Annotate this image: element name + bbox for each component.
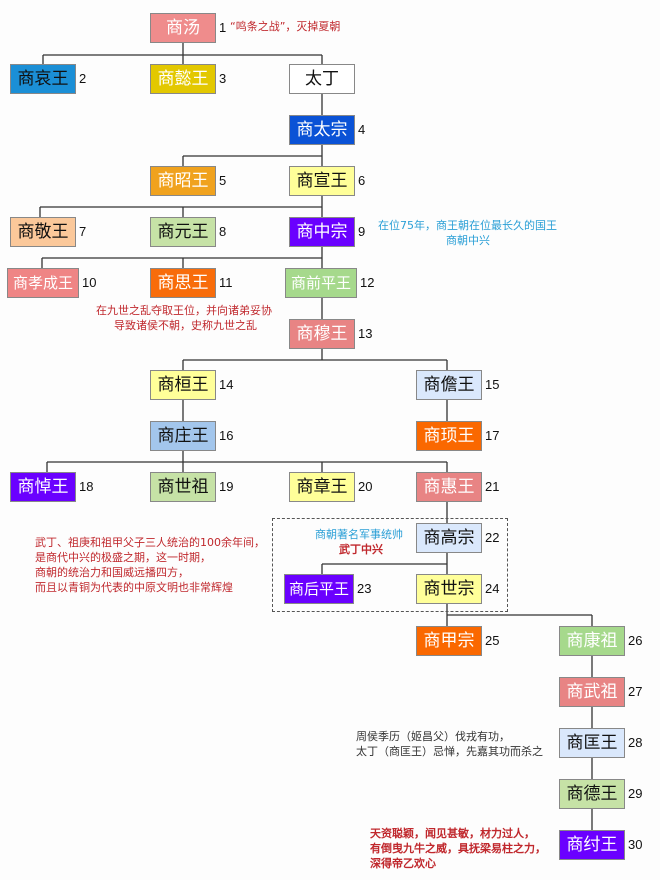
king-node[interactable]: 商世祖 — [150, 472, 216, 502]
king-node[interactable]: 商懿王 — [150, 64, 216, 94]
king-order-number: 27 — [628, 684, 643, 699]
note-zhou-1: 天资聪颖，闻见甚敏，材力过人， — [370, 827, 535, 840]
king-order-number: 10 — [82, 275, 97, 290]
note-kuang-1: 周侯季历（姬昌父）伐戎有功， — [356, 730, 510, 743]
king-node[interactable]: 商太宗 — [289, 115, 355, 145]
note-jiushi-2: 导致诸侯不朝，史称九世之乱 — [114, 319, 257, 332]
king-order-number: 18 — [79, 479, 94, 494]
king-node[interactable]: 商前平王 — [285, 268, 357, 298]
king-node[interactable]: 商儋王 — [416, 370, 482, 400]
note-gaozong-2: 武丁中兴 — [339, 543, 383, 556]
wuding-era-group-box — [272, 518, 508, 612]
king-node[interactable]: 商昭王 — [150, 166, 216, 196]
king-node[interactable]: 商悼王 — [10, 472, 76, 502]
king-node[interactable]: 商桓王 — [150, 370, 216, 400]
note-jiushi-1: 在九世之乱夺取王位，并向诸弟妥协 — [96, 304, 272, 317]
king-order-number: 6 — [358, 173, 366, 188]
king-node[interactable]: 商穆王 — [289, 319, 355, 349]
king-node[interactable]: 商敬王 — [10, 217, 76, 247]
note-zhongzong-1: 在位75年，商王朝在位最长久的国王 — [378, 219, 557, 232]
king-order-number: 26 — [628, 633, 643, 648]
king-node[interactable]: 商德王 — [559, 779, 625, 809]
note-tang: “鸣条之战”，灭掉夏朝 — [230, 20, 341, 33]
note-wuding-3: 商朝的统治力和国威远播四方， — [35, 566, 189, 579]
king-node[interactable]: 商庄王 — [150, 421, 216, 451]
king-order-number: 20 — [358, 479, 373, 494]
king-node[interactable]: 商思王 — [150, 268, 216, 298]
king-order-number: 13 — [358, 326, 373, 341]
king-order-number: 1 — [219, 20, 227, 35]
king-node[interactable]: 商元王 — [150, 217, 216, 247]
king-order-number: 11 — [219, 275, 233, 290]
king-order-number: 29 — [628, 786, 643, 801]
king-node[interactable]: 商哀王 — [10, 64, 76, 94]
king-node[interactable]: 商章王 — [289, 472, 355, 502]
king-order-number: 23 — [357, 581, 372, 596]
king-order-number: 4 — [358, 122, 366, 137]
king-order-number: 8 — [219, 224, 227, 239]
king-node[interactable]: 商宣王 — [289, 166, 355, 196]
king-order-number: 25 — [485, 633, 500, 648]
king-order-number: 2 — [79, 71, 87, 86]
king-node[interactable]: 商康祖 — [559, 626, 625, 656]
king-order-number: 19 — [219, 479, 234, 494]
king-order-number: 5 — [219, 173, 227, 188]
king-node[interactable]: 商顼王 — [416, 421, 482, 451]
king-order-number: 9 — [358, 224, 366, 239]
king-order-number: 22 — [485, 530, 500, 545]
king-order-number: 28 — [628, 735, 643, 750]
king-node[interactable]: 商惠王 — [416, 472, 482, 502]
king-node[interactable]: 商世宗 — [416, 574, 482, 604]
note-kuang-2: 太丁（商匡王）忌惮，先嘉其功而杀之 — [356, 745, 543, 758]
king-order-number: 16 — [219, 428, 234, 443]
note-zhongzong-2: 商朝中兴 — [446, 234, 490, 247]
note-gaozong-1: 商朝著名军事统帅 — [315, 528, 403, 541]
king-node[interactable]: 商中宗 — [289, 217, 355, 247]
king-order-number: 14 — [219, 377, 234, 392]
king-order-number: 15 — [485, 377, 500, 392]
king-order-number: 17 — [485, 428, 500, 443]
king-order-number: 3 — [219, 71, 227, 86]
king-node[interactable]: 商甲宗 — [416, 626, 482, 656]
note-wuding-4: 而且以青铜为代表的中原文明也非常辉煌 — [35, 581, 233, 594]
note-zhou-2: 有倒曳九牛之威，具抚梁易柱之力， — [370, 842, 546, 855]
king-order-number: 24 — [485, 581, 500, 596]
king-order-number: 7 — [79, 224, 87, 239]
king-order-number: 30 — [628, 837, 643, 852]
note-wuding-2: 是商代中兴的极盛之期，这一时期， — [35, 551, 211, 564]
king-node[interactable]: 太丁 — [289, 64, 355, 94]
note-wuding-1: 武丁、祖庚和祖甲父子三人统治的100余年间， — [35, 536, 265, 549]
king-node[interactable]: 商武祖 — [559, 677, 625, 707]
king-node[interactable]: 商孝成王 — [7, 268, 79, 298]
king-order-number: 21 — [485, 479, 500, 494]
king-node[interactable]: 商后平王 — [284, 574, 354, 604]
king-node[interactable]: 商匡王 — [559, 728, 625, 758]
king-order-number: 12 — [360, 275, 375, 290]
note-zhou-3: 深得帝乙欢心 — [370, 857, 436, 870]
king-node[interactable]: 商汤 — [150, 13, 216, 43]
king-node[interactable]: 商纣王 — [559, 830, 625, 860]
king-node[interactable]: 商高宗 — [416, 523, 482, 553]
